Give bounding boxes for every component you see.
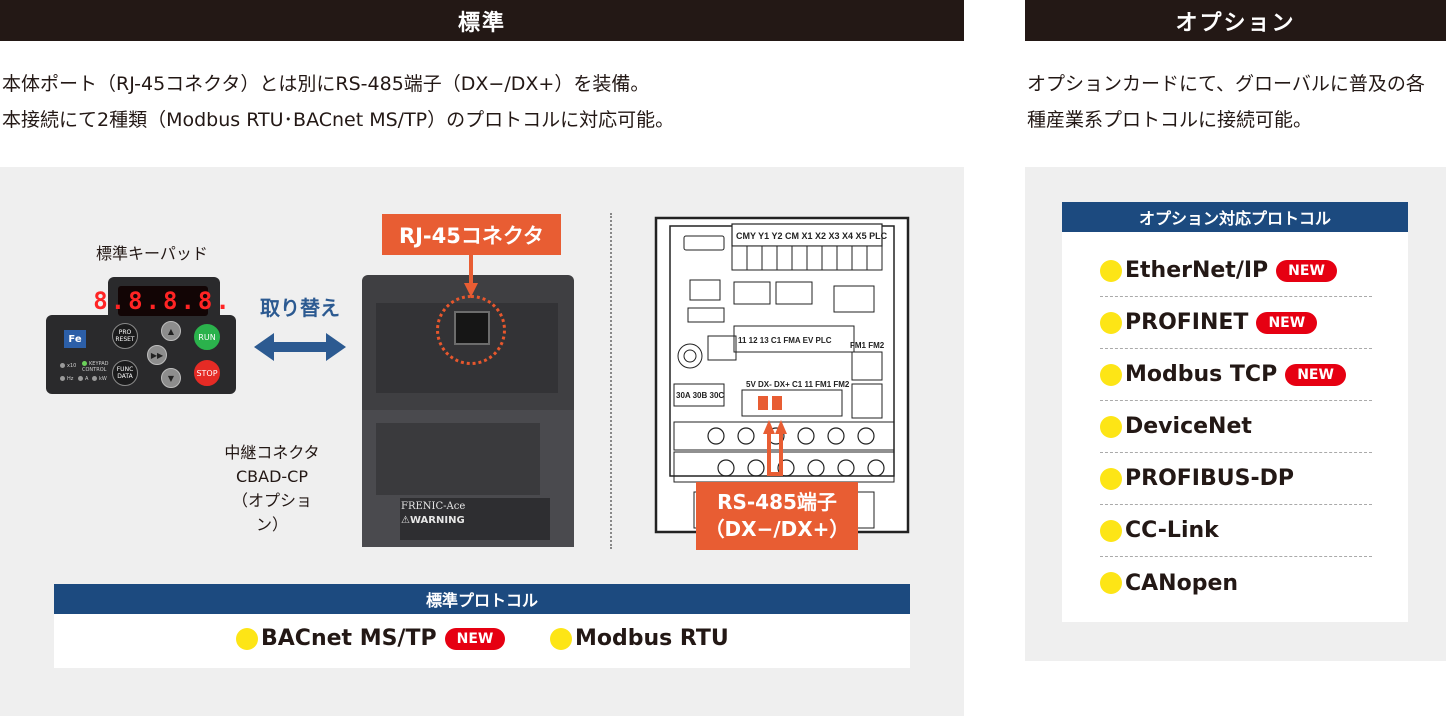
- run-button: RUN: [194, 324, 220, 350]
- rj45-callout: RJ-45コネクタ: [382, 214, 561, 255]
- down-arrow-icon: ▼: [161, 368, 181, 388]
- protocol-item: EtherNet/IP NEW: [1100, 245, 1372, 297]
- protocol-name: CANopen: [1125, 570, 1239, 596]
- terminal-top-row-label: CMY Y1 Y2 CM X1 X2 X3 X4 X5 PLC: [736, 231, 888, 241]
- protocol-item: CC-Link: [1100, 505, 1372, 557]
- rj45-highlight-circle: [436, 295, 506, 365]
- protocol-item: PROFINET NEW: [1100, 297, 1372, 349]
- inverter-brand: FRENIC-Ace: [401, 501, 466, 512]
- bullet-dot-icon: [1100, 363, 1122, 386]
- inverter-nameplate: [400, 498, 550, 540]
- func-data-button: FUNC DATA: [112, 360, 138, 386]
- bullet-dot-icon: [550, 627, 572, 650]
- fuji-logo-icon: Fe: [64, 330, 86, 348]
- relay-connector-label: 中継コネクタ CBAD-CP （オプション）: [222, 441, 322, 537]
- inverter-warning: ⚠WARNING: [401, 515, 465, 526]
- protocol-item: CANopen: [1100, 557, 1372, 609]
- bullet-dot-icon: [1100, 467, 1122, 490]
- bullet-dot-icon: [1100, 519, 1122, 542]
- led-hz: Hz: [60, 376, 73, 382]
- new-badge: NEW: [1256, 311, 1318, 334]
- shift-arrow-icon: ▶▶: [147, 345, 167, 365]
- relay-connector-line: 中継コネクタ: [224, 443, 320, 462]
- bullet-dot-icon: [1100, 259, 1122, 282]
- rs485-callout-line: RS-485端子: [717, 490, 837, 514]
- swap-label: 取り替え: [260, 296, 340, 320]
- terminal-mid-row-label: 11 12 13 C1 FMA EV PLC: [738, 336, 832, 345]
- relay-connector-line: CBAD-CP: [235, 467, 308, 486]
- led-x10: x10: [60, 363, 76, 369]
- protocol-name: EtherNet/IP: [1125, 258, 1269, 283]
- standard-keypad-image: 8.8.8.8. Fe PRO RESET FUNC DATA ▲ ▶▶ ▼ R…: [46, 277, 236, 394]
- keypad-label: 標準キーパッド: [96, 244, 208, 263]
- relay-connector-line: （オプション）: [231, 491, 312, 534]
- rj45-pointer-icon: [464, 255, 478, 297]
- terminal-fm-row-label: FM1 FM2: [850, 341, 885, 350]
- standard-description: 本体ポート（RJ-45コネクタ）とは別にRS-485端子（DX−/DX+）を装備…: [2, 66, 674, 138]
- option-protocol-box: オプション対応プロトコル EtherNet/IP NEW PROFINET NE…: [1062, 202, 1408, 622]
- protocol-name: PROFIBUS-DP: [1125, 466, 1294, 491]
- bullet-dot-icon: [236, 627, 258, 650]
- inverter-image: FRENIC-Ace ⚠WARNING: [362, 275, 574, 547]
- rs485-pointer-icon: [763, 420, 787, 476]
- option-header: オプション: [1025, 0, 1446, 41]
- up-arrow-icon: ▲: [161, 321, 181, 341]
- new-badge: NEW: [1276, 259, 1337, 282]
- standard-protocol-title: 標準プロトコル: [54, 584, 910, 614]
- terminal-bottom-row-label: 5V DX- DX+ C1 11 FM1 FM2: [746, 380, 850, 389]
- protocol-item: Modbus RTU: [550, 626, 729, 651]
- pro-reset-button: PRO RESET: [112, 323, 138, 349]
- protocol-item: DeviceNet: [1100, 401, 1372, 453]
- led-a: A: [78, 376, 88, 382]
- protocol-name: CC-Link: [1125, 518, 1219, 543]
- protocol-name: Modbus TCP: [1125, 362, 1278, 387]
- terminal-block-diagram: CMY Y1 Y2 CM X1 X2 X3 X4 X5 PLC 11 12 13…: [654, 216, 910, 534]
- protocol-item: BACnet MS/TP NEW: [236, 626, 506, 651]
- protocol-name: Modbus RTU: [575, 626, 729, 651]
- led-kw: kW: [92, 376, 107, 382]
- standard-header: 標準: [0, 0, 964, 41]
- standard-protocol-box: 標準プロトコル BACnet MS/TP NEW Modbus RTU: [54, 584, 910, 668]
- bullet-dot-icon: [1100, 572, 1122, 594]
- bullet-dot-icon: [1100, 415, 1122, 438]
- bullet-dot-icon: [1100, 311, 1122, 334]
- rs485-callout-line: （DX−/DX+）: [704, 517, 850, 541]
- double-arrow-icon: [254, 333, 346, 361]
- new-badge: NEW: [1285, 363, 1346, 386]
- option-description-line: 種産業系プロトコルに接続可能。: [1027, 109, 1313, 131]
- terminal-relay-row-label: 30A 30B 30C: [676, 391, 724, 400]
- standard-description-line: 本体ポート（RJ-45コネクタ）とは別にRS-485端子（DX−/DX+）を装備…: [2, 73, 650, 95]
- protocol-name: DeviceNet: [1125, 414, 1252, 439]
- new-badge: NEW: [444, 627, 506, 650]
- protocol-name: BACnet MS/TP: [261, 626, 437, 651]
- led-keypad-control: KEYPAD CONTROL: [82, 361, 109, 373]
- protocol-item: Modbus TCP NEW: [1100, 349, 1372, 401]
- protocol-item: PROFIBUS-DP: [1100, 453, 1372, 505]
- section-divider: [610, 213, 612, 549]
- option-protocol-title: オプション対応プロトコル: [1062, 202, 1408, 232]
- stop-button: STOP: [194, 360, 220, 386]
- option-description-line: オプションカードにて、グローバルに普及の各: [1027, 73, 1425, 95]
- option-description: オプションカードにて、グローバルに普及の各 種産業系プロトコルに接続可能。: [1027, 66, 1425, 138]
- keypad-display: 8.8.8.8.: [93, 286, 233, 316]
- standard-description-line: 本接続にて2種類（Modbus RTU･BACnet MS/TP）のプロトコルに…: [2, 109, 675, 131]
- inverter-front-cover: [376, 423, 540, 495]
- rs485-callout: RS-485端子 （DX−/DX+）: [696, 482, 858, 550]
- protocol-name: PROFINET: [1125, 310, 1249, 335]
